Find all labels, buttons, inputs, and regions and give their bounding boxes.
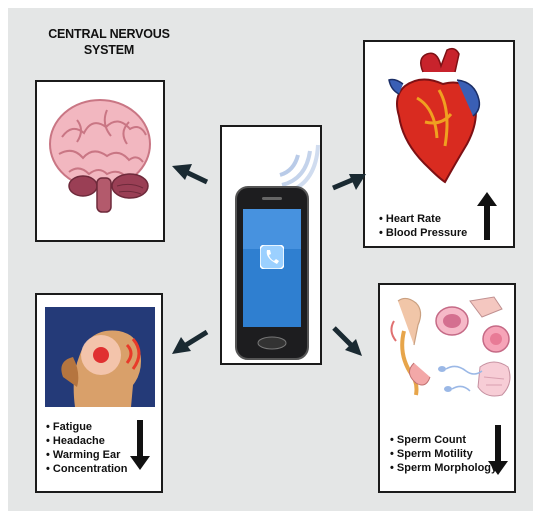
arrow-to-heart-icon — [333, 174, 366, 190]
arrow-to-sperm-icon — [334, 328, 362, 356]
arrow-to-brain-icon — [172, 164, 207, 182]
arrow-to-head-icon — [172, 332, 207, 354]
